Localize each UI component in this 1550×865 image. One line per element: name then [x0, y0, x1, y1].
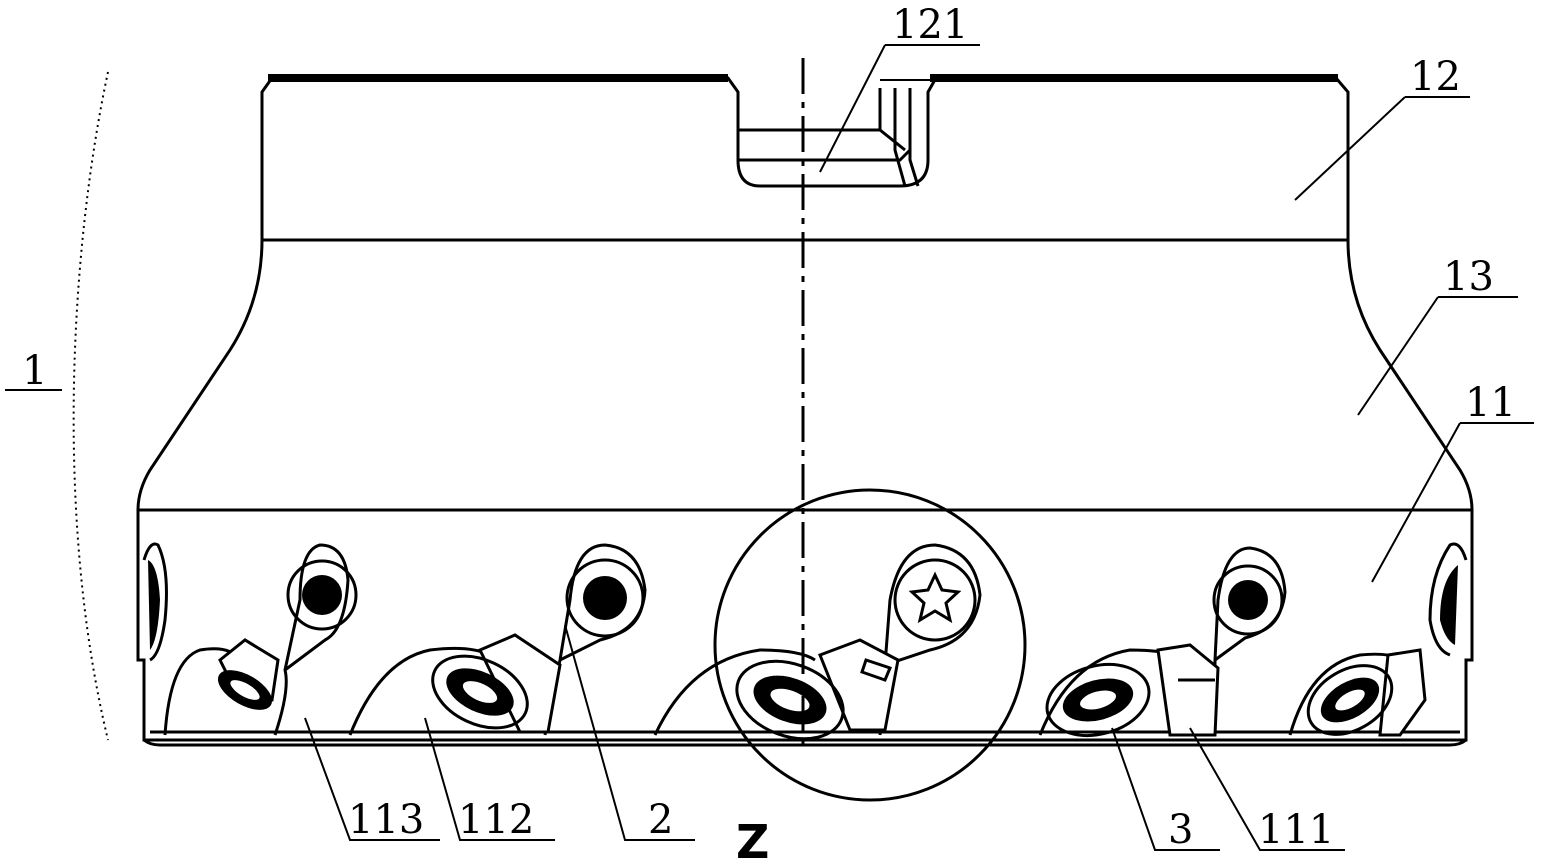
insert-pocket-2: [348, 543, 647, 736]
insert-pocket-1: [163, 543, 358, 736]
right-edge-pocket: [1428, 542, 1468, 657]
label-1: 1: [22, 348, 47, 394]
tapered-section: [136, 239, 1474, 512]
shank-body: [260, 74, 1350, 242]
label-113: 113: [348, 797, 424, 843]
insert-pocket-3: [653, 543, 982, 741]
left-edge-pocket: [142, 542, 168, 662]
label-13: 13: [1443, 254, 1494, 300]
label-11: 11: [1465, 380, 1516, 426]
leader-lines: [5, 44, 1534, 851]
label-111: 111: [1258, 807, 1334, 853]
label-2: 2: [648, 797, 673, 843]
insert-pocket-4: [1038, 546, 1287, 737]
label-121: 121: [892, 2, 968, 48]
label-12: 12: [1410, 54, 1461, 100]
label-112: 112: [458, 797, 534, 843]
part-1-bracket: [72, 71, 109, 741]
label-z: Z: [736, 815, 769, 865]
detail-circle-z: [713, 488, 1027, 802]
insert-pocket-5: [1288, 648, 1427, 737]
label-3: 3: [1168, 807, 1193, 853]
